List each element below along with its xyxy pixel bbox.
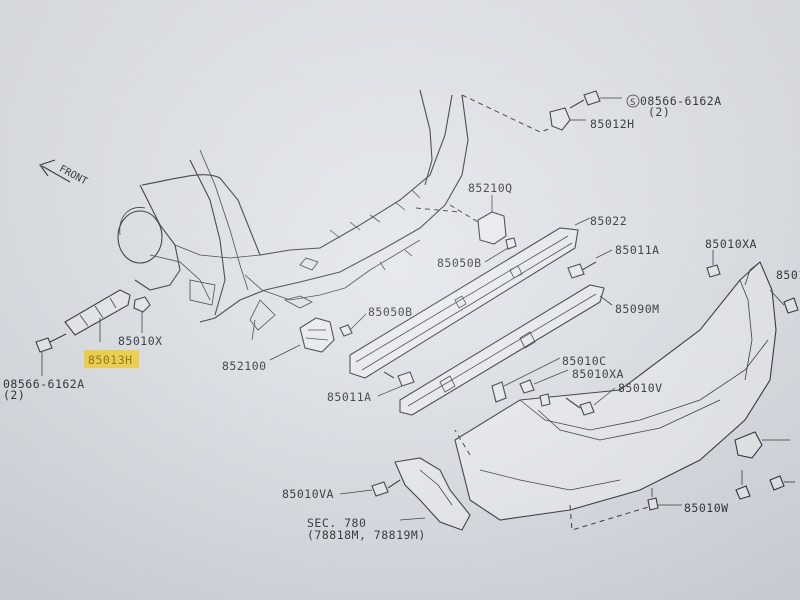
part-label: 85011A xyxy=(615,243,660,257)
absorber-85090M xyxy=(399,284,613,416)
part-label: 85010VA xyxy=(282,487,334,501)
part-label: 852100 xyxy=(222,359,267,373)
fastener-85010C xyxy=(491,357,561,403)
part-label-highlighted: 85013H xyxy=(84,350,139,368)
leader-dashed-body xyxy=(415,207,461,213)
clip-85010X xyxy=(133,296,151,333)
part-label: 85050B xyxy=(368,305,413,319)
leader-dashed-top xyxy=(461,94,553,133)
part-label: 85010C xyxy=(562,354,607,368)
part-label: (2) xyxy=(3,388,26,402)
part-label: 85010XA xyxy=(705,237,757,251)
front-arrow-icon xyxy=(39,159,71,183)
s-marker-glyph: S xyxy=(630,98,635,108)
bracket-right xyxy=(734,431,790,459)
fastener-85010VA xyxy=(339,479,401,497)
side-spacer-sec780 xyxy=(394,457,471,531)
bumper-fascia xyxy=(454,261,777,531)
screw-85011A-right xyxy=(567,249,613,279)
part-label: 85010V xyxy=(618,381,663,395)
side-bracket-85013H xyxy=(64,289,131,342)
part-label: 85011A xyxy=(327,390,372,404)
part-label: 85050B xyxy=(437,256,482,270)
part-label: 8501 xyxy=(776,268,800,282)
part-label: 85022 xyxy=(590,214,628,228)
part-label: 85010XA xyxy=(572,367,624,381)
part-label: 85090M xyxy=(615,302,660,316)
screw-top-right xyxy=(569,90,622,109)
bumper-reinforcement-85022 xyxy=(349,217,591,379)
screw-left xyxy=(35,333,67,376)
part-label: 85210Q xyxy=(468,181,513,195)
fastener-right-edge xyxy=(735,289,799,500)
part-label: SEC. 780 xyxy=(307,516,367,530)
s-marker-icon xyxy=(626,94,640,108)
fastener-85010XA-top xyxy=(706,250,721,278)
screw-85011A-left xyxy=(377,371,415,397)
part-label: 85010W xyxy=(684,501,729,515)
leader-dashed-mid xyxy=(449,204,479,223)
part-label: 08566-6162A xyxy=(640,94,722,108)
fastener-85010XA-mid xyxy=(519,369,569,407)
clip-85012H xyxy=(549,107,586,131)
body-structure xyxy=(117,89,469,341)
energy-absorber-85210Q xyxy=(477,195,517,263)
part-label: 08566-6162A xyxy=(3,377,85,391)
part-label: (78818M, 78819M) xyxy=(307,528,426,542)
clip-85050B-center xyxy=(339,313,367,337)
energy-absorber-852100 xyxy=(269,317,335,361)
fastener-85010W xyxy=(647,488,682,511)
fastener-85010V xyxy=(565,387,616,416)
part-label: 85012H xyxy=(590,117,635,131)
part-label: (2) xyxy=(648,105,671,119)
part-label: 85010X xyxy=(118,334,163,348)
